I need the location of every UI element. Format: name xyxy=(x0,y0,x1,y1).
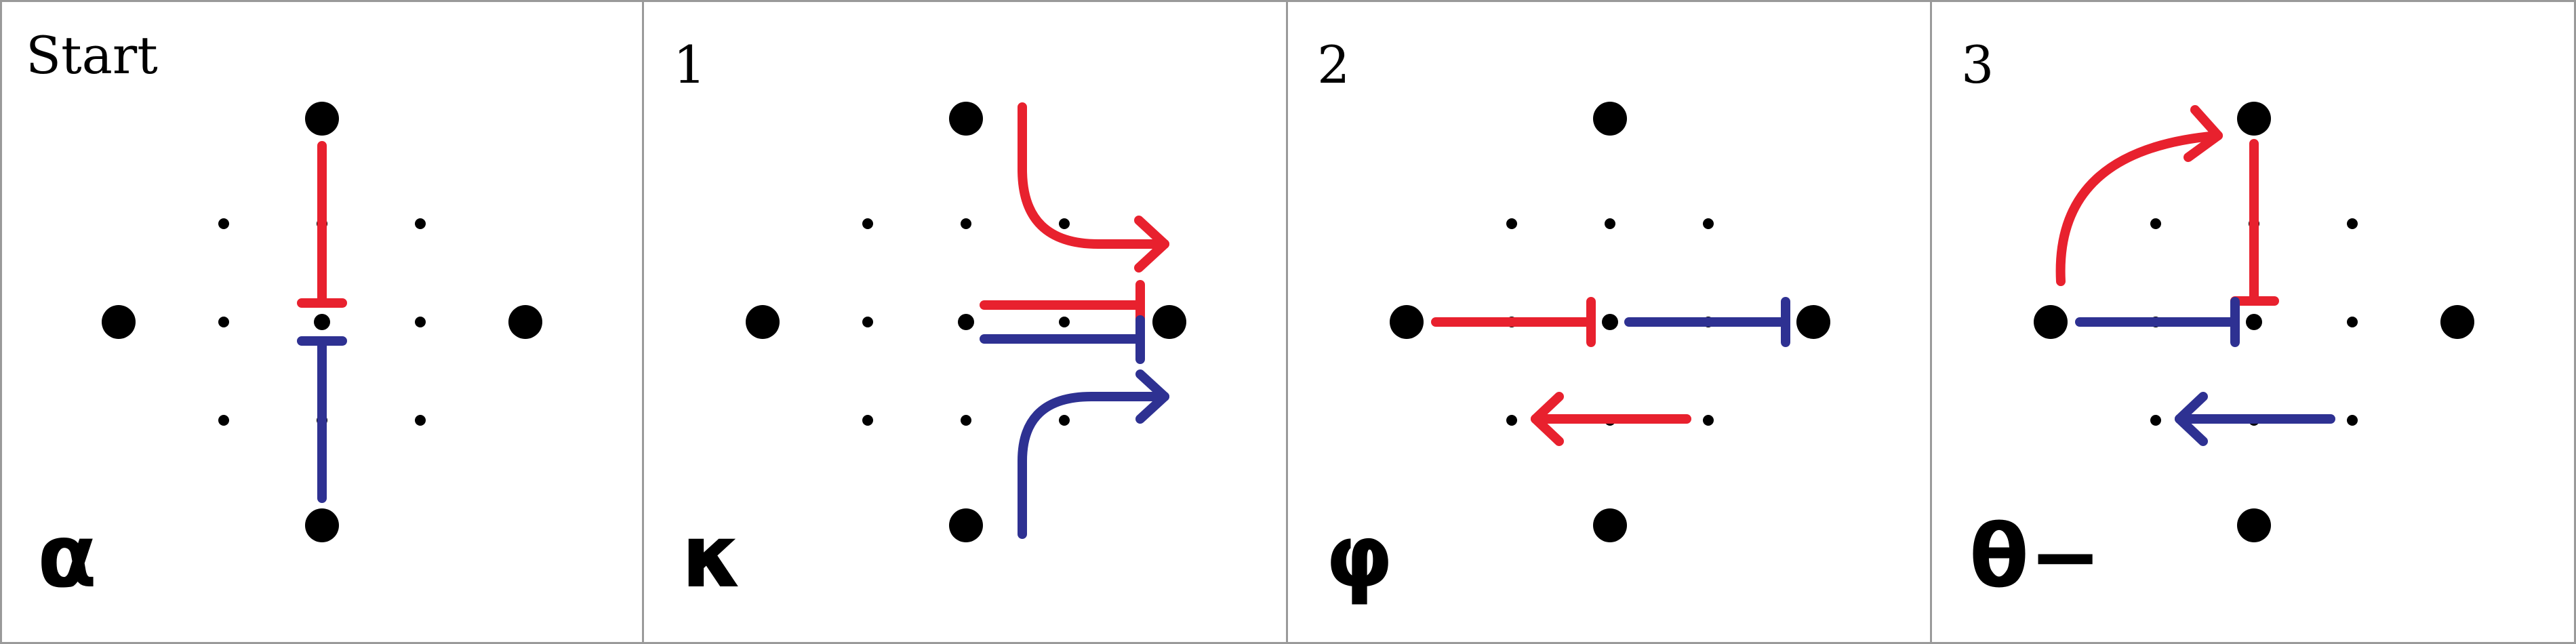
large-dot-top xyxy=(305,102,339,136)
small-dot xyxy=(2347,218,2358,229)
large-dot-left xyxy=(1390,305,1424,339)
small-dot xyxy=(2347,415,2358,426)
small-dot xyxy=(961,415,971,426)
large-dot-right xyxy=(1796,305,1830,339)
center-dot xyxy=(2246,314,2262,330)
small-dot xyxy=(862,415,873,426)
small-dot xyxy=(218,317,229,327)
small-dot xyxy=(862,218,873,229)
small-dot xyxy=(415,218,426,229)
small-dot xyxy=(415,415,426,426)
large-dot-left xyxy=(2034,305,2068,339)
large-dot-right xyxy=(1152,305,1186,339)
small-dot xyxy=(961,218,971,229)
small-dot xyxy=(2150,218,2161,229)
panel-symbol: θ− xyxy=(1969,506,2101,607)
small-dot xyxy=(415,317,426,327)
panel-title: 1 xyxy=(673,35,706,95)
small-dot xyxy=(1506,218,1517,229)
panel-symbol: κ xyxy=(681,506,743,607)
large-dot-right xyxy=(508,305,542,339)
small-dot xyxy=(862,317,873,327)
red-straight-arrow xyxy=(1531,392,1691,446)
blue-line xyxy=(980,315,1145,364)
panel-1: 1 xyxy=(673,35,1186,607)
small-dot xyxy=(1059,317,1070,327)
panel-symbol: α xyxy=(37,506,97,607)
lattice-dots xyxy=(2034,102,2474,542)
small-dot xyxy=(2347,317,2358,327)
red-curved-arrow xyxy=(1018,102,1169,273)
large-dot-top xyxy=(2237,102,2271,136)
panel-start: Start α xyxy=(26,25,542,607)
blue-line xyxy=(1624,297,1790,347)
panel-border-3 xyxy=(1930,0,2576,644)
panel-2: 2 φ xyxy=(1317,35,1830,607)
blue-straight-arrow xyxy=(2175,392,2335,446)
blue-line xyxy=(297,336,347,503)
large-dot-bottom xyxy=(2237,508,2271,542)
large-dot-bottom xyxy=(949,508,983,542)
center-dot xyxy=(314,314,330,330)
large-dot-bottom xyxy=(1593,508,1627,542)
center-dot xyxy=(958,314,974,330)
red-line xyxy=(1431,297,1596,347)
large-dot-bottom xyxy=(305,508,339,542)
panel-3: 3 xyxy=(1961,35,2474,607)
red-line xyxy=(2230,139,2279,306)
red-line xyxy=(297,141,347,308)
large-dot-top xyxy=(949,102,983,136)
red-curved-arrow xyxy=(2055,105,2223,286)
small-dot xyxy=(1605,218,1615,229)
panel-symbol: φ xyxy=(1325,506,1393,607)
lattice-dots xyxy=(746,102,1186,542)
large-dot-top xyxy=(1593,102,1627,136)
center-dot xyxy=(1602,314,1618,330)
panel-title: 2 xyxy=(1317,35,1350,95)
small-dot xyxy=(1059,218,1070,229)
small-dot xyxy=(218,415,229,426)
blue-curved-arrow xyxy=(1018,369,1169,539)
small-dot xyxy=(1703,218,1714,229)
small-dot xyxy=(1506,415,1517,426)
panel-title: Start xyxy=(26,25,158,85)
small-dot xyxy=(1703,415,1714,426)
small-dot xyxy=(2150,415,2161,426)
small-dot xyxy=(1059,415,1070,426)
blue-line xyxy=(2075,297,2240,347)
panel-title: 3 xyxy=(1961,35,1994,95)
large-dot-left xyxy=(746,305,780,339)
small-dot xyxy=(218,218,229,229)
large-dot-left xyxy=(102,305,136,339)
large-dot-right xyxy=(2440,305,2474,339)
